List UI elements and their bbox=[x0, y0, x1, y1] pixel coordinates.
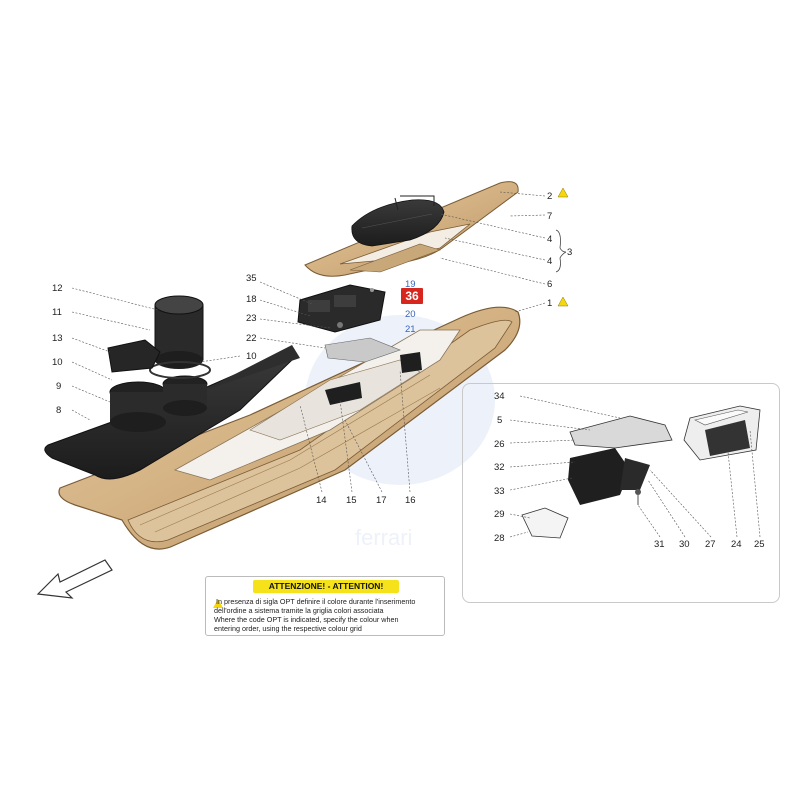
armrest-pad-dark bbox=[351, 199, 445, 247]
svg-text:ferrari: ferrari bbox=[355, 525, 412, 550]
callout-6: 6 bbox=[547, 279, 552, 290]
callout-18: 18 bbox=[246, 294, 257, 305]
callout-3: 3 bbox=[567, 247, 572, 258]
group-bracket bbox=[555, 229, 567, 273]
inset-callout-31: 31 bbox=[654, 539, 665, 550]
callout-21: 21 bbox=[405, 324, 416, 335]
callout-19: 19 bbox=[405, 279, 416, 290]
warning-line-2: dell'ordine a sistema tramite la griglia… bbox=[214, 606, 384, 615]
inset-drawing bbox=[509, 395, 761, 539]
callout-10b: 10 bbox=[246, 351, 257, 362]
warning-line-3: Where the code OPT is indicated, specify… bbox=[214, 615, 399, 624]
warning-line-1: In presenza di sigla OPT definire il col… bbox=[216, 597, 416, 606]
highlight-badge: 36 bbox=[401, 288, 423, 304]
callout-17: 17 bbox=[376, 495, 387, 506]
callout-4b: 4 bbox=[547, 256, 552, 267]
warning-triangle-icon bbox=[557, 187, 569, 307]
callout-8: 8 bbox=[56, 405, 61, 416]
inset-callout-25: 25 bbox=[754, 539, 765, 550]
center-mechanism bbox=[297, 284, 422, 405]
callout-15: 15 bbox=[346, 495, 357, 506]
warning-notice: ATTENZIONE! - ATTENTION! In presenza di … bbox=[205, 576, 445, 636]
inset-callout-5: 5 bbox=[497, 415, 502, 426]
leader-lines bbox=[71, 191, 546, 493]
callout-13: 13 bbox=[52, 333, 63, 344]
warning-title: ATTENZIONE! - ATTENTION! bbox=[253, 580, 399, 593]
inset-callout-33: 33 bbox=[494, 486, 505, 497]
callout-35: 35 bbox=[246, 273, 257, 284]
callout-7: 7 bbox=[547, 211, 552, 222]
callout-16: 16 bbox=[405, 495, 416, 506]
inset-callout-34: 34 bbox=[494, 391, 505, 402]
callout-12: 12 bbox=[52, 283, 63, 294]
inset-callout-28: 28 bbox=[494, 533, 505, 544]
inset-callout-24: 24 bbox=[731, 539, 742, 550]
inset-callout-27: 27 bbox=[705, 539, 716, 550]
inset-frame bbox=[462, 383, 780, 603]
direction-arrow-icon bbox=[36, 559, 113, 599]
lower-armrest-dark bbox=[44, 345, 300, 480]
callout-1: 1 bbox=[547, 298, 552, 309]
inset-callout-30: 30 bbox=[679, 539, 690, 550]
inset-callout-29: 29 bbox=[494, 509, 505, 520]
callout-14: 14 bbox=[316, 495, 327, 506]
callout-20: 20 bbox=[405, 309, 416, 320]
callout-9: 9 bbox=[56, 381, 61, 392]
warning-icon bbox=[213, 599, 223, 608]
callout-4: 4 bbox=[547, 234, 552, 245]
warning-line-4: entering order, using the respective col… bbox=[214, 624, 362, 633]
storage-bins bbox=[107, 295, 211, 432]
inset-callout-labels: 34 5 26 32 33 29 28 31 30 27 24 25 bbox=[494, 391, 765, 550]
callout-2: 2 bbox=[547, 191, 552, 202]
inset-callout-26: 26 bbox=[494, 439, 505, 450]
callout-23: 23 bbox=[246, 313, 257, 324]
callout-labels: 2 7 4 3 4 6 1 12 11 13 10 9 8 10 35 18 2… bbox=[52, 191, 572, 506]
callout-10: 10 bbox=[52, 357, 63, 368]
callout-11: 11 bbox=[52, 307, 62, 318]
inset-callout-32: 32 bbox=[494, 462, 505, 473]
callout-22: 22 bbox=[246, 333, 257, 344]
